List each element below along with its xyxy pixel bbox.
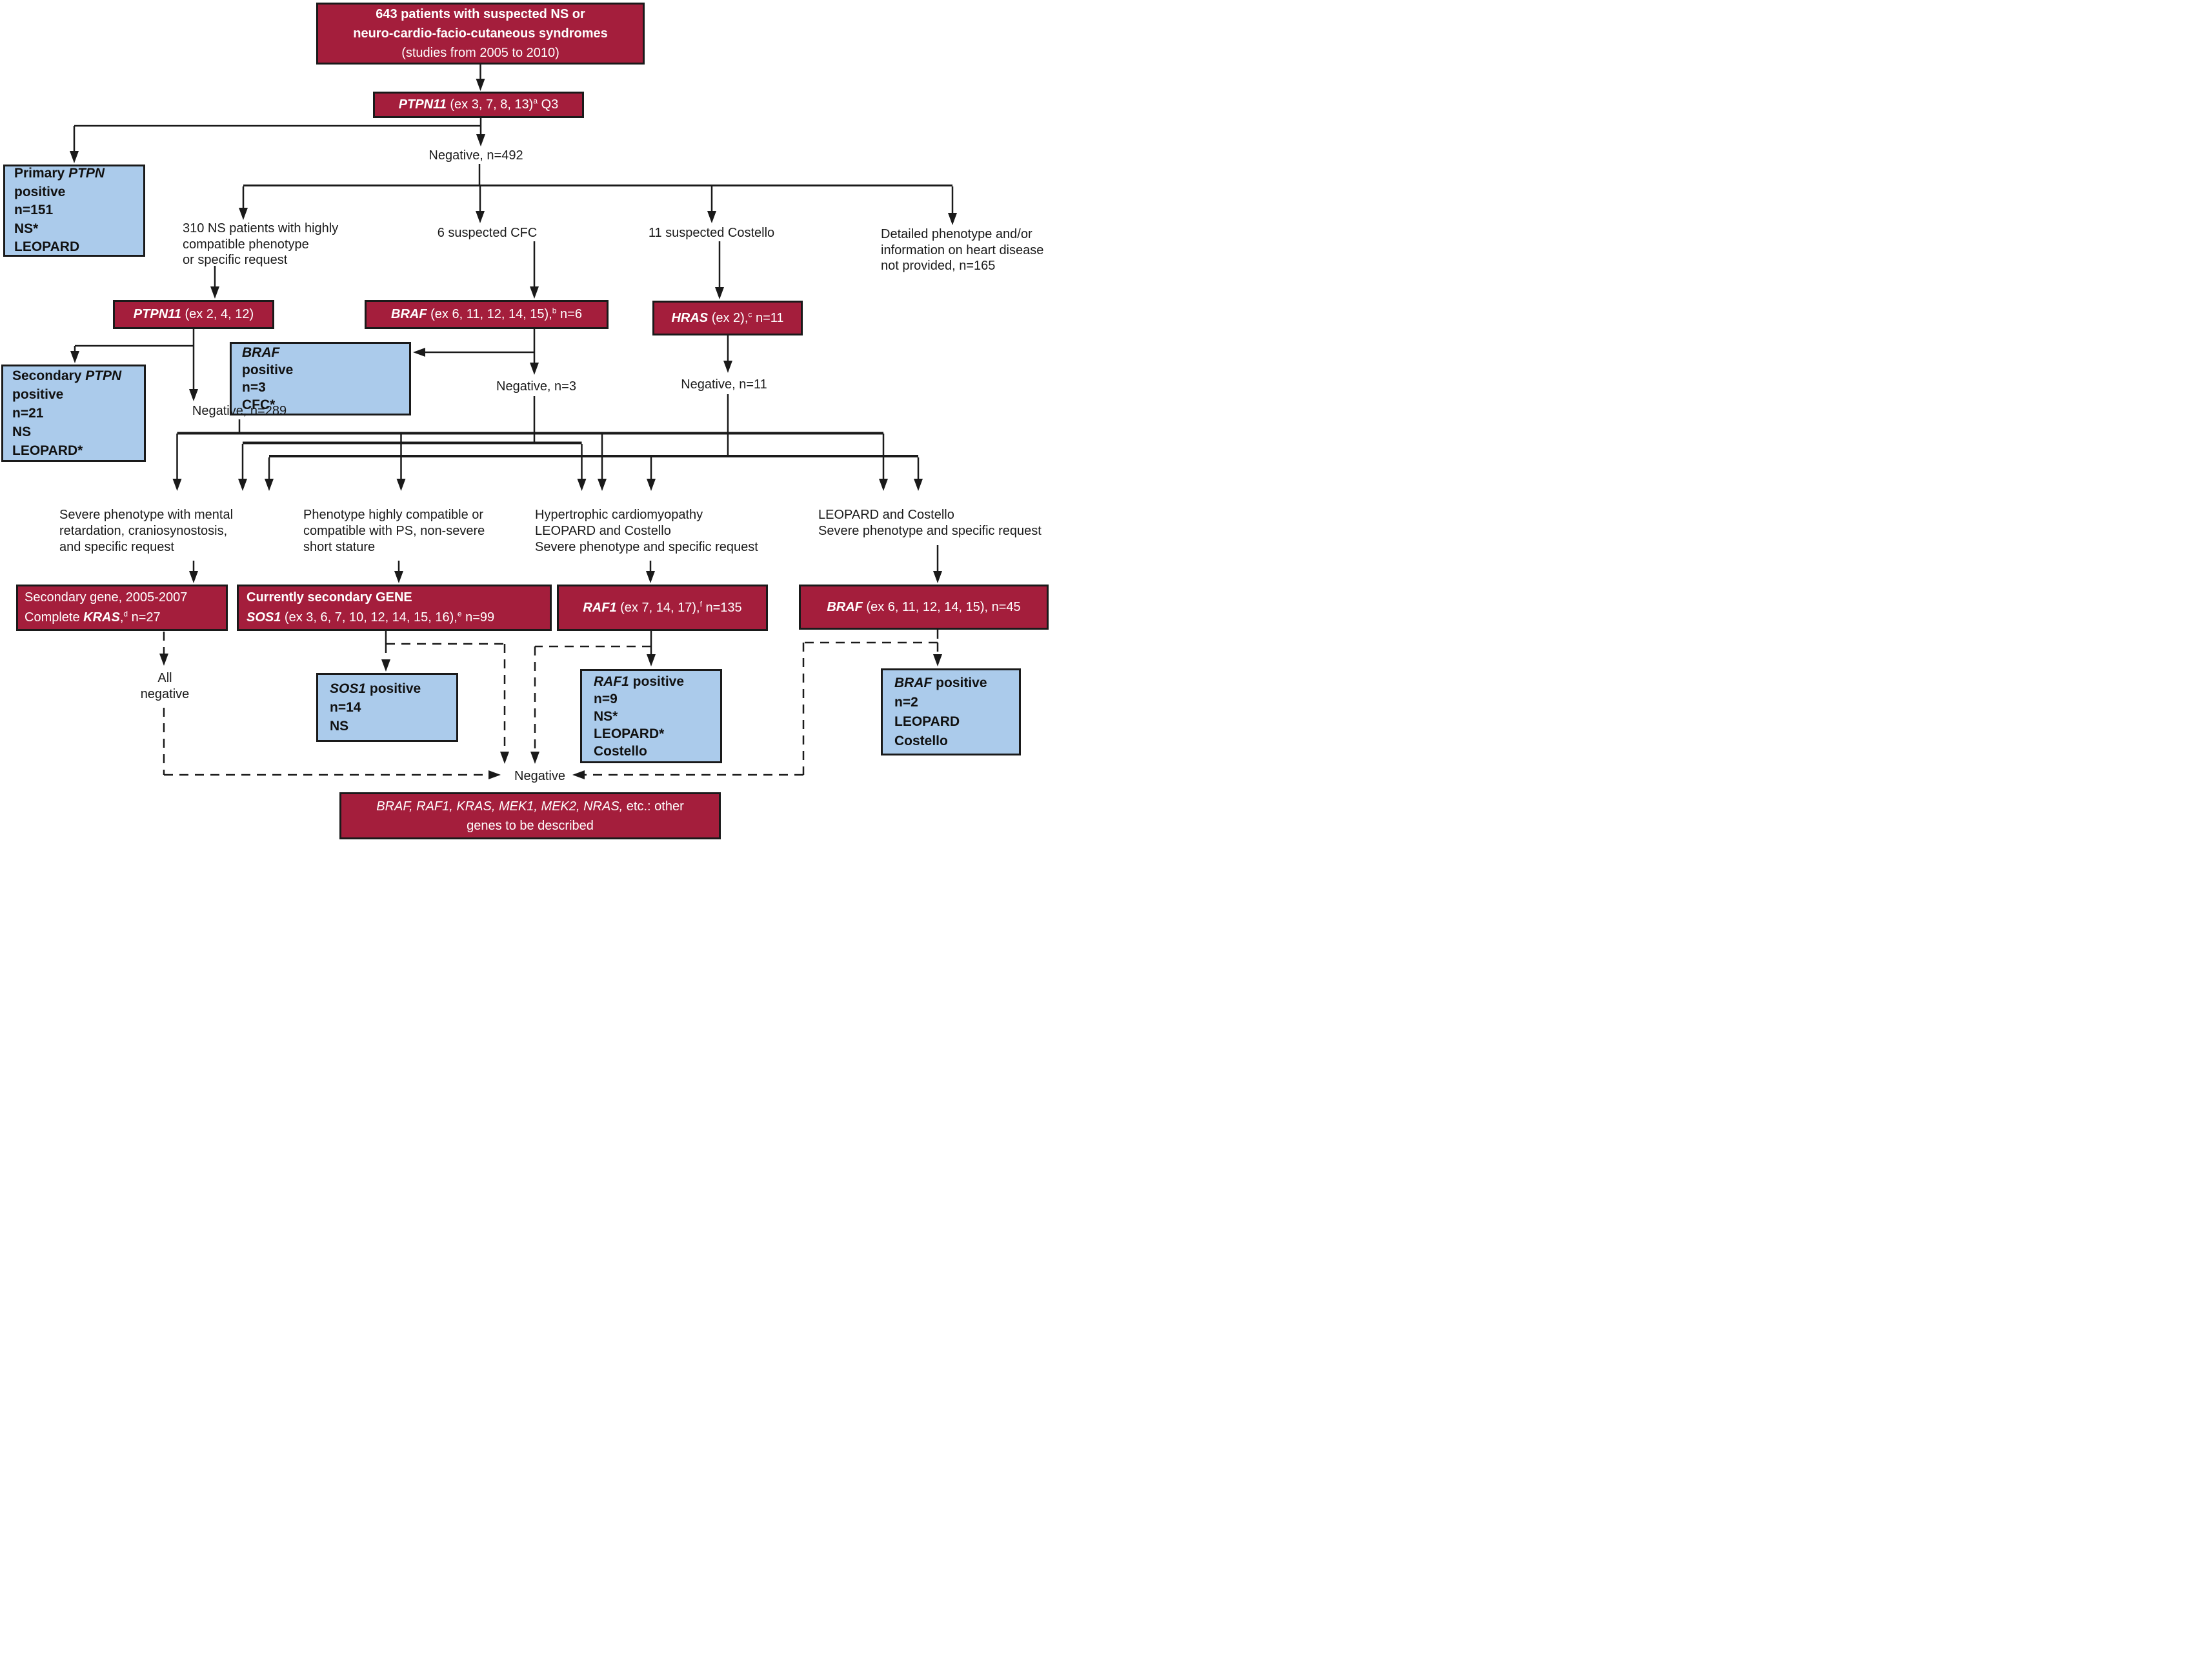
label-severe-phenotype-group: Severe phenotype with mental retardation… [59, 507, 285, 555]
label-line: Severe phenotype with mental [59, 508, 234, 522]
box-line: Secondary PTPN [12, 368, 122, 383]
box-line: SOS1 positive [330, 681, 421, 696]
box-raf1-positive: RAF1 positive n=9 NS* LEOPARD* Costello [580, 669, 722, 763]
label-line: negative [140, 687, 190, 701]
label-line: Severe phenotype and specific request [535, 540, 758, 554]
box-line: Secondary gene, 2005-2007 [25, 590, 188, 605]
box-other-genes: BRAF, RAF1, KRAS, MEK1, MEK2, NRAS, etc.… [339, 792, 721, 839]
box-line: BRAF [242, 345, 280, 360]
box-line: Complete KRAS,d n=27 [25, 609, 161, 625]
box-line: Currently secondary GENE [247, 590, 412, 605]
box-line: NS [12, 425, 32, 439]
label-line: or specific request [183, 253, 288, 267]
box-643-patients: 643 patients with suspected NS or neuro-… [316, 3, 645, 65]
label-negative-n289: Negative, n=289 [192, 404, 287, 418]
box-sos1-positive: SOS1 positive n=14 NS [316, 673, 458, 742]
flowchart-canvas: 643 patients with suspected NS or neuro-… [0, 0, 1092, 840]
label-detailed-phenotype: Detailed phenotype and/or information on… [881, 226, 1092, 274]
label-line: short stature [303, 540, 376, 554]
box-line: PTPN11 (ex 2, 4, 12) [133, 307, 254, 321]
label-line: compatible with PS, non-severe [303, 524, 485, 538]
box-line: (studies from 2005 to 2010) [401, 46, 559, 60]
label-negative-n11: Negative, n=11 [681, 377, 767, 392]
label-line: Detailed phenotype and/or [881, 227, 1032, 241]
label-line: retardation, craniosynostosis, [59, 524, 228, 538]
box-secondary-ptpn-positive: Secondary PTPN positive n=21 NS LEOPARD* [1, 365, 146, 462]
flow-connectors [70, 65, 957, 779]
box-line: CFC* [242, 397, 276, 412]
box-line: n=151 [14, 203, 54, 218]
box-line: genes to be described [467, 818, 594, 833]
label-line: 310 NS patients with highly [183, 221, 339, 235]
box-line: positive [12, 387, 64, 402]
box-line: NS* [594, 708, 618, 724]
box-braf-n45: BRAF (ex 6, 11, 12, 14, 15), n=45 [799, 585, 1049, 630]
box-line: LEOPARD* [12, 443, 83, 458]
box-kras-secondary-gene: Secondary gene, 2005-2007 Complete KRAS,… [16, 585, 228, 631]
label-line: Phenotype highly compatible or [303, 508, 484, 522]
label-line: LEOPARD and Costello [818, 508, 954, 522]
box-ptpn11-q3: PTPN11 (ex 3, 7, 8, 13)a Q3 [373, 92, 584, 118]
box-line: NS [330, 719, 349, 734]
label-negative-final: Negative [514, 769, 565, 783]
box-line: BRAF (ex 6, 11, 12, 14, 15), n=45 [827, 599, 1021, 614]
label-line: Severe phenotype and specific request [818, 524, 1042, 538]
box-line: BRAF, RAF1, KRAS, MEK1, MEK2, NRAS, etc.… [376, 799, 684, 814]
label-11-suspected-costello: 11 suspected Costello [648, 226, 775, 240]
box-line: LEOPARD* [594, 726, 665, 741]
box-ptpn11-ex2-4-12: PTPN11 (ex 2, 4, 12) [113, 300, 274, 329]
label-negative-n492: Negative, n=492 [428, 148, 523, 163]
box-braf-positive-n2: BRAF positive n=2 LEOPARD Costello [881, 668, 1021, 755]
box-line: BRAF positive [894, 675, 987, 690]
box-line: RAF1 positive [594, 674, 685, 689]
box-line: LEOPARD [894, 714, 960, 729]
box-line: RAF1 (ex 7, 14, 17),f n=135 [583, 599, 742, 615]
box-line: Costello [894, 733, 948, 748]
box-line: n=21 [12, 406, 44, 421]
label-line: compatible phenotype [183, 237, 309, 252]
box-line: n=14 [330, 700, 361, 715]
box-line: n=3 [242, 380, 266, 395]
label-negative-n3: Negative, n=3 [496, 379, 576, 394]
label-hcm-group: Hypertrophic cardiomyopathy LEOPARD and … [535, 507, 816, 555]
label-310-ns-patients: 310 NS patients with highly compatible p… [183, 221, 396, 268]
box-hras-ex2-n11: HRAS (ex 2),c n=11 [652, 301, 803, 335]
label-ps-compatible-group: Phenotype highly compatible or compatibl… [303, 507, 532, 555]
box-line: PTPN11 (ex 3, 7, 8, 13)a Q3 [398, 96, 559, 112]
box-sos1-secondary-gene: Currently secondary GENE SOS1 (ex 3, 6, … [237, 585, 552, 631]
box-line: BRAF (ex 6, 11, 12, 14, 15),b n=6 [391, 306, 582, 321]
label-line: LEOPARD and Costello [535, 524, 671, 538]
box-line: Costello [594, 743, 647, 759]
box-line: 643 patients with suspected NS or [376, 7, 585, 21]
label-line: Hypertrophic cardiomyopathy [535, 508, 703, 522]
box-raf1-n135: RAF1 (ex 7, 14, 17),f n=135 [557, 585, 768, 631]
box-line: positive [14, 184, 66, 199]
box-line: positive [242, 363, 294, 377]
box-line: HRAS (ex 2),c n=11 [671, 309, 784, 325]
box-line: SOS1 (ex 3, 6, 7, 10, 12, 14, 15, 16),e … [247, 609, 495, 625]
label-line: and specific request [59, 540, 174, 554]
box-primary-ptpn-positive: Primary PTPN positive n=151 NS* LEOPARD [3, 165, 145, 257]
box-braf-ex6-n6: BRAF (ex 6, 11, 12, 14, 15),b n=6 [365, 300, 609, 329]
box-line: neuro-cardio-facio-cutaneous syndromes [353, 26, 608, 41]
label-leopard-costello-group: LEOPARD and Costello Severe phenotype an… [818, 507, 1092, 539]
box-line: NS* [14, 221, 39, 236]
label-6-suspected-cfc: 6 suspected CFC [437, 226, 538, 240]
label-all-negative: All negative [134, 670, 196, 703]
label-line: All [157, 671, 172, 685]
box-braf-positive-cfc: BRAF positive n=3 CFC* [230, 342, 411, 415]
label-line: information on heart disease [881, 243, 1044, 257]
label-line: not provided, n=165 [881, 259, 996, 273]
box-line: n=2 [894, 694, 918, 710]
box-line: LEOPARD [14, 239, 80, 255]
box-line: n=9 [594, 691, 618, 706]
box-line: Primary PTPN [14, 166, 105, 181]
